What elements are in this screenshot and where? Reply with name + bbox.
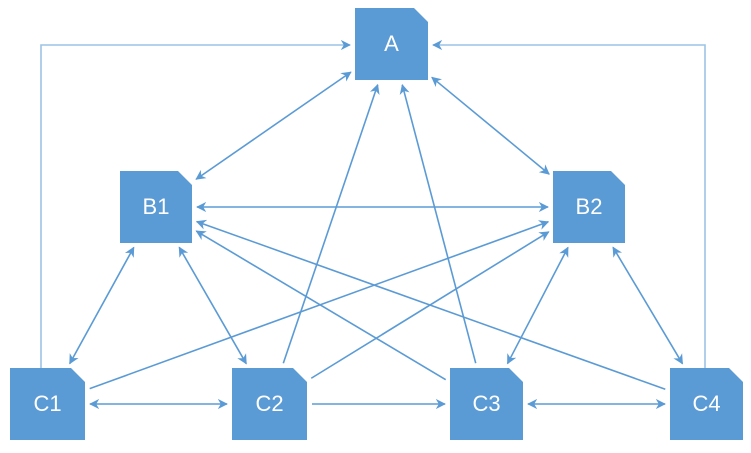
C1-to-A-left-route bbox=[40, 39, 351, 368]
edge-c3-b2 bbox=[506, 246, 569, 365]
edge-c1-a bbox=[40, 39, 351, 368]
node-c3[interactable]: C3 bbox=[450, 368, 523, 440]
node-shape-a bbox=[355, 8, 428, 80]
edge-b1-a bbox=[195, 71, 352, 180]
edge-c2-a bbox=[282, 83, 380, 364]
node-shape-c1 bbox=[10, 368, 85, 440]
edge-c2-b2 bbox=[310, 231, 550, 379]
edge-line bbox=[310, 231, 550, 379]
node-shape-c4 bbox=[670, 368, 743, 440]
node-shape-c3 bbox=[450, 368, 523, 440]
edge-b2-a bbox=[431, 76, 550, 175]
node-shape-c2 bbox=[232, 368, 307, 440]
edge-layer bbox=[40, 39, 706, 410]
C4-to-A-right-route bbox=[432, 39, 706, 368]
edge-c1-b2 bbox=[89, 220, 550, 390]
node-c1[interactable]: C1 bbox=[10, 368, 85, 440]
edge-line bbox=[506, 246, 569, 365]
edge-line bbox=[195, 71, 352, 180]
edge-line bbox=[89, 220, 550, 390]
edge-c2-b1 bbox=[178, 246, 247, 365]
edge-c1-b1 bbox=[69, 246, 135, 365]
edge-c4-b2 bbox=[612, 246, 684, 365]
node-shape-b2 bbox=[553, 171, 625, 243]
edge-c3-a bbox=[399, 83, 477, 364]
edge-line bbox=[431, 76, 550, 175]
edge-line bbox=[195, 219, 666, 391]
edge-c4-a bbox=[432, 39, 706, 368]
edge-line bbox=[612, 246, 684, 365]
edge-line bbox=[69, 246, 135, 365]
node-b2[interactable]: B2 bbox=[553, 171, 625, 243]
node-a[interactable]: A bbox=[355, 8, 428, 80]
edge-line bbox=[195, 230, 447, 381]
edge-line bbox=[282, 83, 380, 364]
edge-line bbox=[399, 83, 477, 364]
edge-line bbox=[178, 246, 247, 365]
node-c2[interactable]: C2 bbox=[232, 368, 307, 440]
edge-c4-b1 bbox=[195, 219, 666, 391]
node-b1[interactable]: B1 bbox=[120, 171, 192, 243]
node-shape-b1 bbox=[120, 171, 192, 243]
node-c4[interactable]: C4 bbox=[670, 368, 743, 440]
edge-c3-b1 bbox=[195, 230, 447, 381]
